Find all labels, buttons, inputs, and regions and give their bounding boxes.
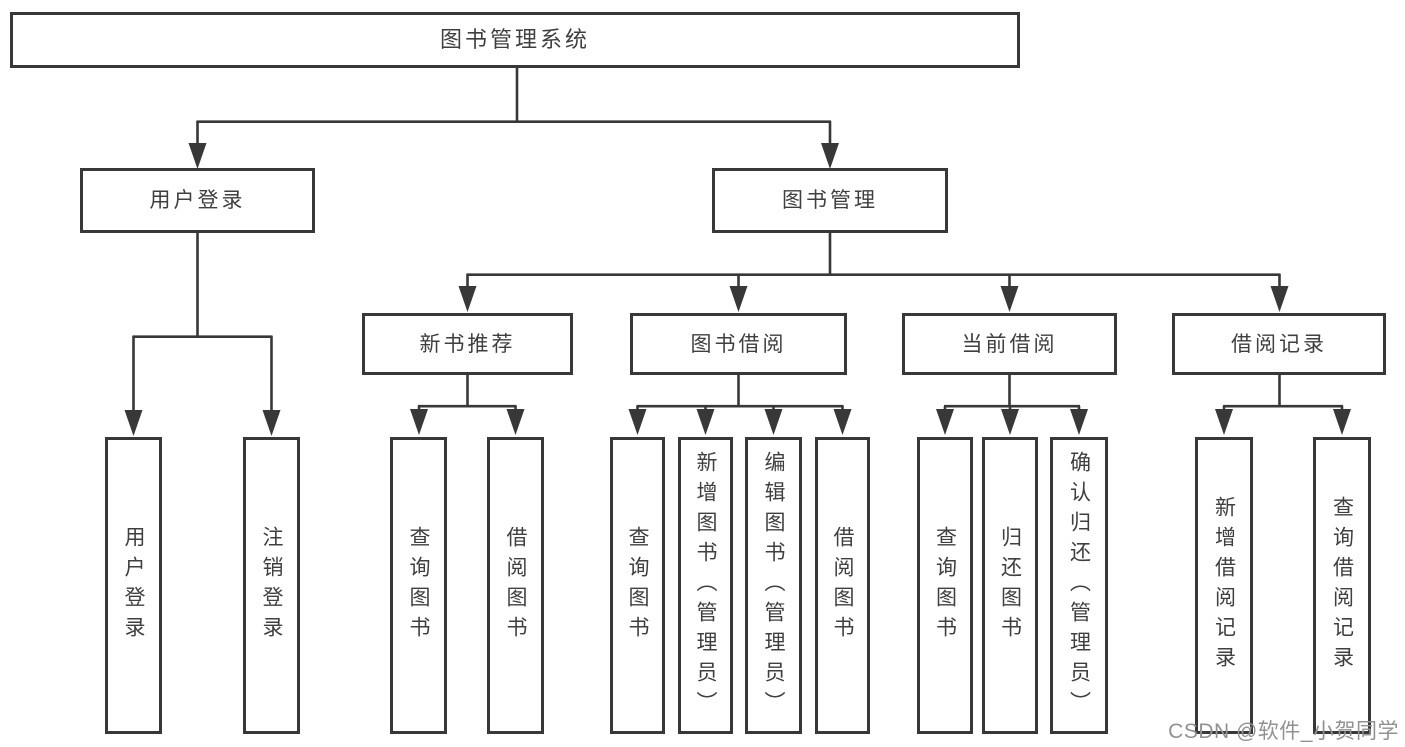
node-borrowing-records: 借阅记录 <box>1172 313 1386 375</box>
leaf-add-borrow-record: 新增借阅记录 <box>1195 437 1253 734</box>
leaf-label: 查询借阅记录 <box>1330 495 1354 676</box>
leaf-label: 新增图书（管理员） <box>694 450 717 721</box>
node-current-borrowing: 当前借阅 <box>902 313 1117 375</box>
node-user-login: 用户登录 <box>80 168 315 233</box>
node-label: 新书推荐 <box>419 332 516 356</box>
node-book-management: 图书管理 <box>712 168 948 233</box>
leaf-label: 归还图书 <box>998 525 1022 646</box>
node-label: 图书借阅 <box>690 332 787 356</box>
leaf-confirm-return-admin: 确认归还（管理员） <box>1050 437 1108 734</box>
arrow-down-icon <box>1215 409 1233 435</box>
arrow-down-icon <box>1001 409 1019 435</box>
leaf-label: 查询图书 <box>933 525 957 646</box>
leaf-borrow-books-1: 借阅图书 <box>487 437 544 734</box>
leaf-add-book-admin: 新增图书（管理员） <box>678 437 733 734</box>
node-library-management-system: 图书管理系统 <box>10 12 1020 68</box>
arrow-down-icon <box>262 410 281 436</box>
node-label: 图书管理 <box>782 189 878 212</box>
leaf-label: 查询图书 <box>626 525 649 646</box>
arrow-down-icon <box>506 409 525 435</box>
node-label: 图书管理系统 <box>439 27 590 52</box>
leaf-query-books-2: 查询图书 <box>610 437 665 734</box>
arrow-down-icon <box>188 143 207 169</box>
leaf-query-books-3: 查询图书 <box>917 437 973 734</box>
node-label: 当前借阅 <box>961 332 1058 356</box>
leaf-return-books: 归还图书 <box>982 437 1038 734</box>
arrow-down-icon <box>696 409 715 435</box>
leaf-label: 确认归还（管理员） <box>1067 450 1091 721</box>
arrow-down-icon <box>124 410 143 436</box>
leaf-user-login: 用户登录 <box>105 437 162 734</box>
arrow-down-icon <box>821 143 839 169</box>
arrow-down-icon <box>729 286 748 312</box>
leaf-label: 新增借阅记录 <box>1212 495 1236 676</box>
arrow-down-icon <box>1000 286 1019 312</box>
arrow-down-icon <box>1070 409 1088 435</box>
leaf-edit-book-admin: 编辑图书（管理员） <box>745 437 802 734</box>
node-label: 借阅记录 <box>1231 332 1327 356</box>
leaf-borrow-books-2: 借阅图书 <box>815 437 870 734</box>
arrow-down-icon <box>1333 409 1351 435</box>
node-new-book-recommend: 新书推荐 <box>362 313 573 375</box>
node-label: 用户登录 <box>149 189 246 212</box>
arrow-down-icon <box>458 286 477 312</box>
arrow-down-icon <box>628 409 647 435</box>
arrow-down-icon <box>833 409 852 435</box>
leaf-label: 编辑图书（管理员） <box>762 450 785 721</box>
arrow-down-icon <box>1270 286 1289 312</box>
leaf-label: 查询图书 <box>407 525 430 646</box>
arrow-down-icon <box>936 409 954 435</box>
leaf-query-borrow-record: 查询借阅记录 <box>1313 437 1371 734</box>
leaf-query-books-1: 查询图书 <box>390 437 447 734</box>
leaf-label: 用户登录 <box>122 525 145 646</box>
node-book-borrowing: 图书借阅 <box>630 313 847 375</box>
arrow-down-icon <box>410 409 428 435</box>
leaf-label: 注销登录 <box>260 525 283 646</box>
arrow-down-icon <box>764 409 783 435</box>
leaf-label: 借阅图书 <box>831 525 854 646</box>
leaf-logout: 注销登录 <box>243 437 300 734</box>
leaf-label: 借阅图书 <box>504 525 527 646</box>
csdn-watermark: CSDN @软件_小贺同学 <box>1168 720 1399 743</box>
